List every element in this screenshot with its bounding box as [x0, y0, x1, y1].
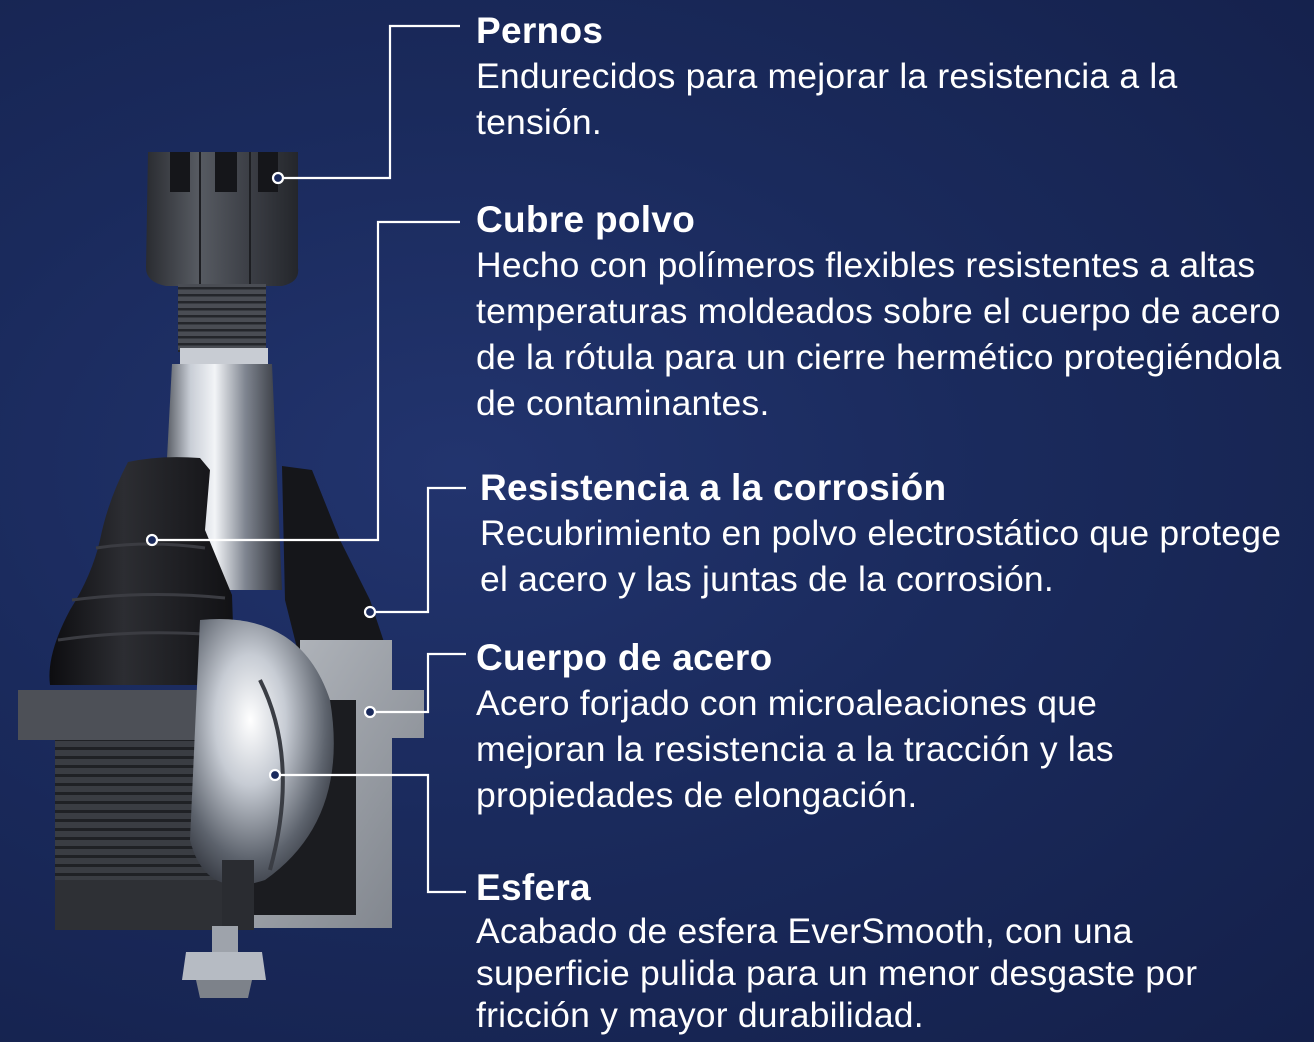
callout-description: Recubrimiento en polvo electrostático qu…	[480, 513, 1282, 599]
callout-description: Hecho con polímeros flexibles resistente…	[476, 245, 1282, 423]
callout-title: Cuerpo de acero	[476, 637, 773, 678]
leader-line-cuerpo	[370, 652, 466, 714]
leader-line-esfera	[275, 773, 466, 894]
callout-title: Resistencia a la corrosión	[480, 467, 947, 508]
leader-line-cubre-polvo	[152, 220, 460, 542]
callout-title: Esfera	[476, 867, 591, 908]
leader-line-pernos	[278, 24, 460, 180]
callout-corrosion: Resistencia a la corrosión Recubrimiento…	[480, 466, 1300, 602]
bottom-nut	[182, 926, 266, 998]
callout-pernos: Pernos Endurecidos para mejorar la resis…	[476, 9, 1296, 145]
callout-dot-cuerpo	[363, 705, 377, 719]
callout-description: Endurecidos para mejorar la resistencia …	[476, 56, 1178, 142]
steel-body	[18, 690, 235, 930]
callout-dot-esfera	[268, 768, 282, 782]
callout-cuerpo-acero: Cuerpo de acero Acero forjado con microa…	[476, 636, 1216, 818]
callout-dot-pernos	[271, 171, 285, 185]
callout-esfera: Esfera Acabado de esfera EverSmooth, con…	[476, 866, 1246, 1036]
callout-description: Acabado de esfera EverSmooth, con una su…	[476, 911, 1198, 1035]
threaded-stud	[178, 284, 266, 352]
leader-line-corrosion	[370, 486, 466, 614]
callout-dot-corrosion	[363, 605, 377, 619]
callout-dot-cubre-polvo	[145, 533, 159, 547]
dust-boot	[49, 457, 235, 685]
callout-title: Pernos	[476, 10, 604, 51]
callout-description: Acero forjado con microaleaciones que me…	[476, 683, 1114, 815]
castle-nut	[146, 152, 299, 286]
callout-cubre-polvo: Cubre polvo Hecho con polímeros flexible…	[476, 198, 1306, 426]
callout-title: Cubre polvo	[476, 199, 696, 240]
